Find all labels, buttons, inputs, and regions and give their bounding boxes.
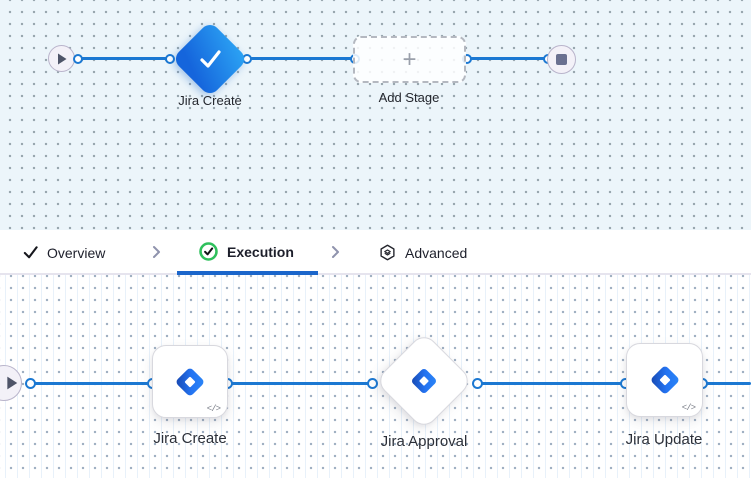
tab-execution-label: Execution xyxy=(227,243,294,260)
edge-start-to-stage xyxy=(78,57,172,60)
port[interactable] xyxy=(366,377,378,389)
execution-start-node[interactable] xyxy=(0,365,22,401)
edge-stage-to-addstage xyxy=(246,57,356,60)
hexagon-settings-icon xyxy=(379,244,396,262)
add-stage-label: Add Stage xyxy=(378,90,440,105)
code-badge-icon: </> xyxy=(681,403,696,413)
play-icon xyxy=(6,376,18,390)
stage-label: Jira Create xyxy=(178,93,242,108)
pipeline-start-node[interactable] xyxy=(48,45,75,72)
edge xyxy=(227,381,373,385)
active-tab-underline xyxy=(177,271,318,275)
port[interactable] xyxy=(165,53,175,64)
pipeline-end-node[interactable] xyxy=(547,45,576,74)
step-label: Jira Create xyxy=(153,430,227,447)
chevron-right-icon xyxy=(327,244,343,260)
tab-execution[interactable]: Execution xyxy=(199,242,294,261)
step-label: Jira Approval xyxy=(380,433,468,450)
port[interactable] xyxy=(73,53,83,64)
chevron-right-icon xyxy=(148,244,164,260)
stop-icon xyxy=(556,54,567,65)
jira-logo-icon xyxy=(407,364,441,398)
check-icon xyxy=(193,42,227,76)
step-label: Jira Update xyxy=(625,431,703,448)
add-stage-button[interactable]: + xyxy=(353,36,466,83)
execution-steps-canvas[interactable]: </> Jira Create Jira Approval xyxy=(0,275,751,478)
tab-overview-label: Overview xyxy=(47,245,106,261)
tab-advanced-label: Advanced xyxy=(405,245,468,261)
check-circle-icon xyxy=(199,242,218,261)
tab-overview[interactable]: Overview xyxy=(22,244,105,262)
play-icon xyxy=(57,53,67,65)
check-icon xyxy=(22,244,39,262)
plus-icon: + xyxy=(402,45,417,73)
step-node-jira-update[interactable]: </> xyxy=(626,343,703,417)
port[interactable] xyxy=(24,377,36,389)
edge xyxy=(30,381,153,385)
stage-node-jira-create[interactable] xyxy=(171,20,249,98)
stage-config-tab-bar: Overview Execution Advanced xyxy=(0,230,751,275)
code-badge-icon: </> xyxy=(206,404,221,414)
edge-addstage-to-end xyxy=(466,57,549,60)
step-node-jira-approval[interactable] xyxy=(374,331,474,431)
stage-pipeline-canvas[interactable]: Jira Create + Add Stage xyxy=(0,0,751,230)
jira-logo-icon xyxy=(646,361,684,399)
edge xyxy=(476,381,626,385)
tab-advanced[interactable]: Advanced xyxy=(379,244,467,262)
port[interactable] xyxy=(471,377,483,389)
step-node-jira-create[interactable]: </> xyxy=(152,345,228,418)
jira-logo-icon xyxy=(171,363,209,401)
edge xyxy=(701,381,751,385)
